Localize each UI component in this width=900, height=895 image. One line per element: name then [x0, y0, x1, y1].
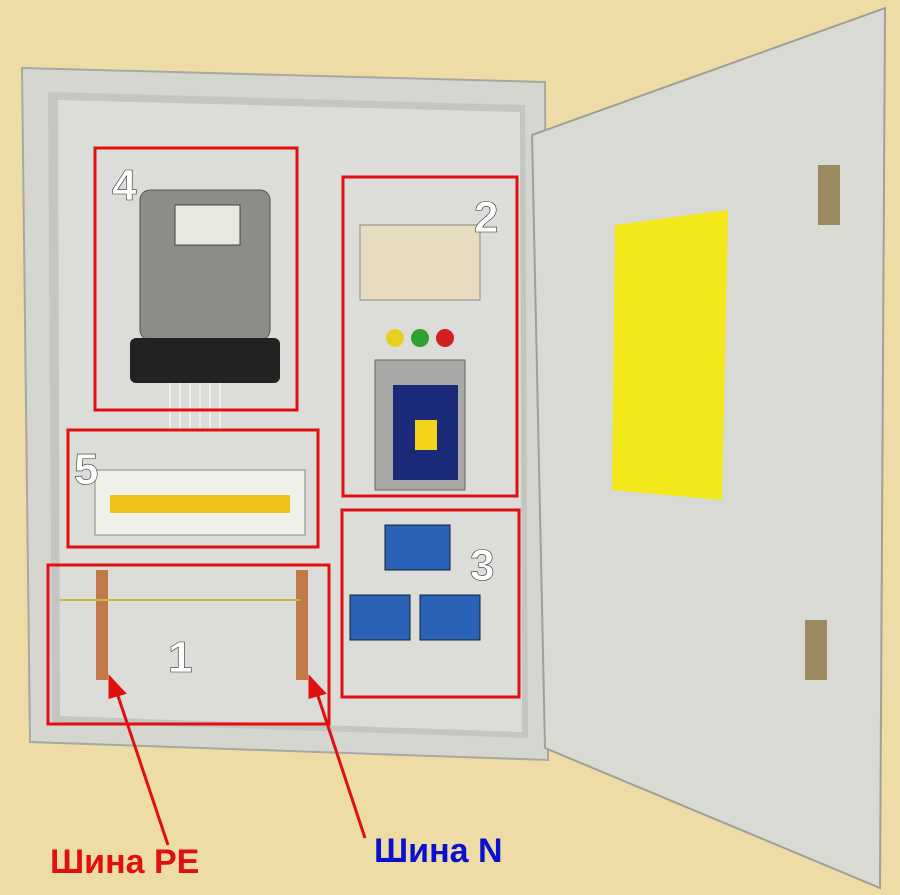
zone-box-1 — [46, 563, 331, 726]
zone-number-3: 3 — [470, 541, 494, 590]
zone-box-5 — [66, 428, 320, 549]
circuit-breakers — [94, 469, 306, 536]
n-arrow — [314, 689, 367, 839]
main-switch — [359, 224, 481, 491]
pe-bus-label: Шина PE — [50, 843, 199, 881]
zone-number-4: 4 — [112, 161, 137, 210]
pe-arrowhead — [108, 674, 127, 699]
cabinet-door — [530, 6, 887, 890]
door-lock-bottom — [805, 620, 827, 680]
pe-arrow — [114, 689, 170, 846]
zone-number-5: 5 — [74, 445, 98, 494]
zone-box-2 — [341, 175, 519, 498]
zone-number-1: 1 — [168, 633, 192, 682]
n-bus-label: Шина N — [374, 832, 503, 870]
zone-box-4 — [93, 146, 299, 412]
wiring-diagram-sheet — [612, 210, 728, 500]
bus-bars — [60, 570, 308, 680]
zone-box-3 — [340, 508, 521, 699]
current-transformers — [349, 524, 481, 641]
n-arrowhead — [308, 674, 327, 699]
door-lock-top — [818, 165, 840, 225]
electricity-meter — [130, 189, 280, 430]
zone-number-2: 2 — [474, 193, 498, 242]
